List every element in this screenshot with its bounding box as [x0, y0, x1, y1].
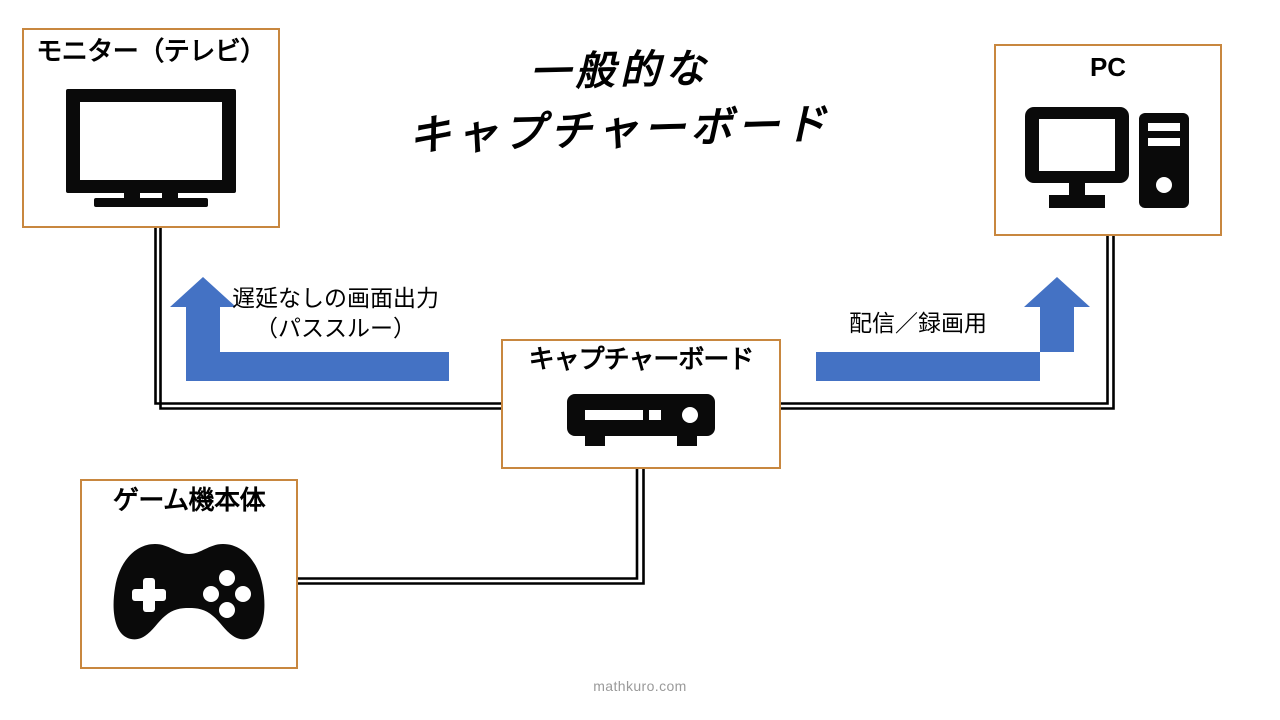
cable-capture-to-pc [781, 236, 1115, 410]
arrow-passthrough-caption-line-1: 遅延なしの画面出力 [232, 285, 439, 311]
cable-capture-to-monitor [154, 228, 501, 410]
capture-device-icon [567, 394, 715, 447]
node-pc-label: PC [1089, 52, 1127, 82]
desktop-computer-icon [1025, 106, 1189, 208]
arrow-stream-record [816, 277, 1090, 381]
node-capture-board[interactable]: キャプチャーボード [501, 339, 781, 469]
television-icon [66, 88, 236, 207]
node-capture-board-label: キャプチャーボード [528, 344, 755, 374]
node-monitor-icon-wrap [24, 65, 278, 226]
node-pc[interactable]: PC [994, 44, 1222, 236]
node-game-console[interactable]: ゲーム機本体 [80, 479, 298, 669]
arrow-stream-record-caption-line-1: 配信／録画用 [849, 310, 987, 336]
node-capture-board-icon-wrap [503, 373, 779, 467]
cable-console-to-capture [298, 469, 645, 585]
node-monitor-label: モニター（テレビ） [36, 36, 266, 66]
title-line-2: キャプチャーボード [408, 99, 832, 160]
node-pc-icon-wrap [996, 81, 1220, 234]
arrow-passthrough [170, 277, 449, 381]
node-game-console-label: ゲーム機本体 [112, 485, 266, 515]
diagram-title: 一般的な キャプチャーボード [390, 42, 850, 161]
arrow-stream-record-caption: 配信／録画用 [849, 308, 987, 338]
node-game-console-icon-wrap [82, 514, 296, 667]
arrow-passthrough-caption: 遅延なしの画面出力 （パススルー） [232, 283, 439, 344]
node-monitor[interactable]: モニター（テレビ） [22, 28, 280, 228]
gamepad-icon [113, 543, 265, 639]
arrow-passthrough-caption-line-2: （パススルー） [255, 315, 416, 342]
watermark: mathkuro.com [593, 678, 687, 694]
